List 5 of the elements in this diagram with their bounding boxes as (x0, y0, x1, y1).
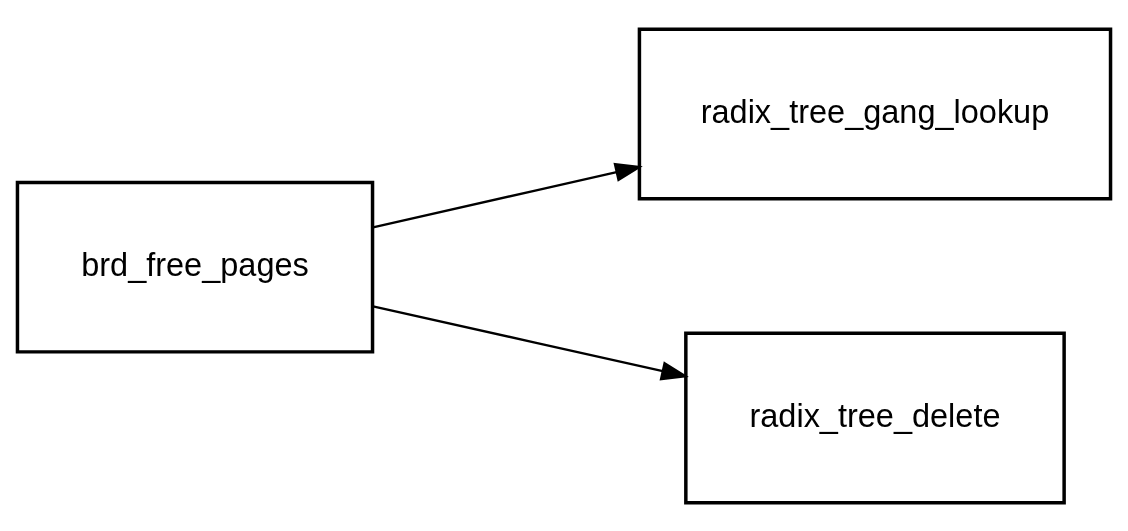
node-box: radix_tree_gang_lookup (637, 27, 1113, 200)
arrow (372, 304, 689, 380)
node-box: brd_free_pages (15, 180, 375, 354)
node-box: radix_tree_delete (684, 331, 1066, 504)
arrow (372, 162, 643, 228)
